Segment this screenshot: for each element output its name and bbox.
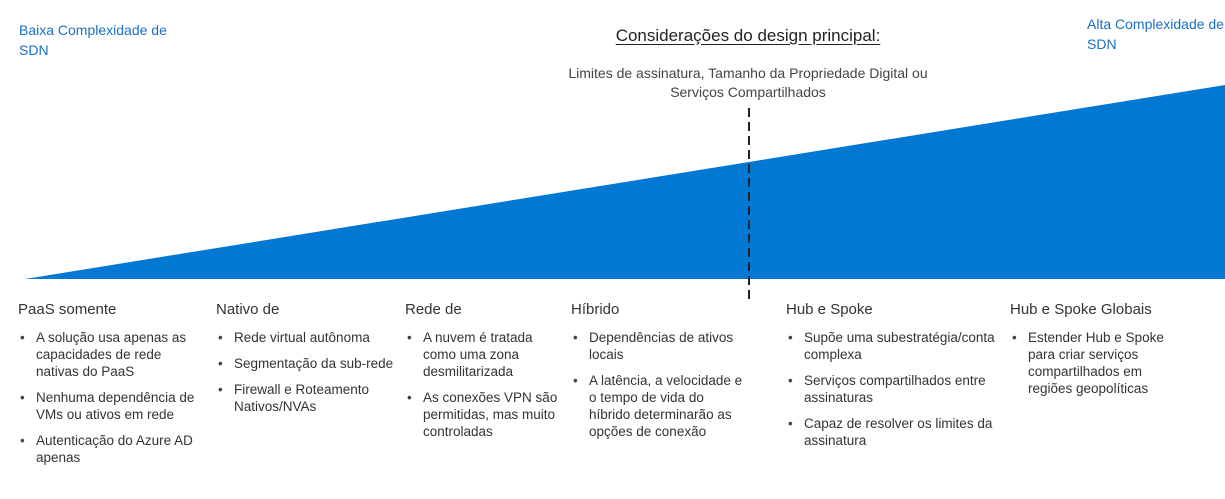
category-title: Hub e Spoke <box>786 301 873 318</box>
high-complexity-label: Alta Complexidade de SDN <box>1087 16 1224 52</box>
list-item: Dependências de ativos locais <box>571 329 746 363</box>
list-item: Capaz de resolver os limites da assinatu… <box>786 415 996 449</box>
list-item: Estender Hub e Spoke para criar serviços… <box>1010 329 1190 397</box>
category-title: PaaS somente <box>18 301 117 318</box>
list-item: A solução usa apenas as capacidades de r… <box>18 329 203 380</box>
category-title: Rede de <box>405 301 462 318</box>
category-native: Nativo de Rede virtual autônoma Segmenta… <box>216 301 396 424</box>
category-paas-only: PaaS somente A solução usa apenas as cap… <box>18 301 203 475</box>
category-list: Estender Hub e Spoke para criar serviços… <box>1010 329 1190 397</box>
list-item: As conexões VPN são permitidas, mas muit… <box>405 389 565 440</box>
list-item: Autenticação do Azure AD apenas <box>18 432 203 466</box>
list-item: Supõe uma subestratégia/conta complexa <box>786 329 996 363</box>
category-list: Dependências de ativos locais A latência… <box>571 329 746 440</box>
category-hub-spoke: Hub e Spoke Supõe uma subestratégia/cont… <box>786 301 996 458</box>
category-list: A nuvem é tratada como uma zona desmilit… <box>405 329 565 440</box>
list-item: Nenhuma dependência de VMs ou ativos em … <box>18 389 203 423</box>
category-list: Supõe uma subestratégia/conta complexa S… <box>786 329 996 449</box>
list-item: A nuvem é tratada como uma zona desmilit… <box>405 329 565 380</box>
category-list: Rede virtual autônoma Segmentação da sub… <box>216 329 396 415</box>
category-title: Híbrido <box>571 301 620 318</box>
list-item: Rede virtual autônoma <box>216 329 396 346</box>
category-hybrid: Híbrido Dependências de ativos locais A … <box>571 301 746 449</box>
low-complexity-label: Baixa Complexidade de SDN <box>19 22 167 58</box>
design-considerations-heading: Considerações do design principal: <box>615 26 881 45</box>
list-item: Serviços compartilhados entre assinatura… <box>786 372 996 406</box>
complexity-wedge <box>25 85 1225 279</box>
category-title: Nativo de <box>216 301 280 318</box>
list-item: A latência, a velocidade e o tempo de vi… <box>571 372 746 440</box>
category-list: A solução usa apenas as capacidades de r… <box>18 329 203 466</box>
list-item: Segmentação da sub-rede <box>216 355 396 372</box>
design-considerations-subheading: Limites de assinatura, Tamanho da Propri… <box>568 65 928 100</box>
category-global-hub-spoke: Hub e Spoke Globais Estender Hub e Spoke… <box>1010 301 1190 406</box>
category-title: Hub e Spoke Globais <box>1010 301 1152 318</box>
category-network: Rede de A nuvem é tratada como uma zona … <box>405 301 565 449</box>
list-item: Firewall e Roteamento Nativos/NVAs <box>216 381 396 415</box>
